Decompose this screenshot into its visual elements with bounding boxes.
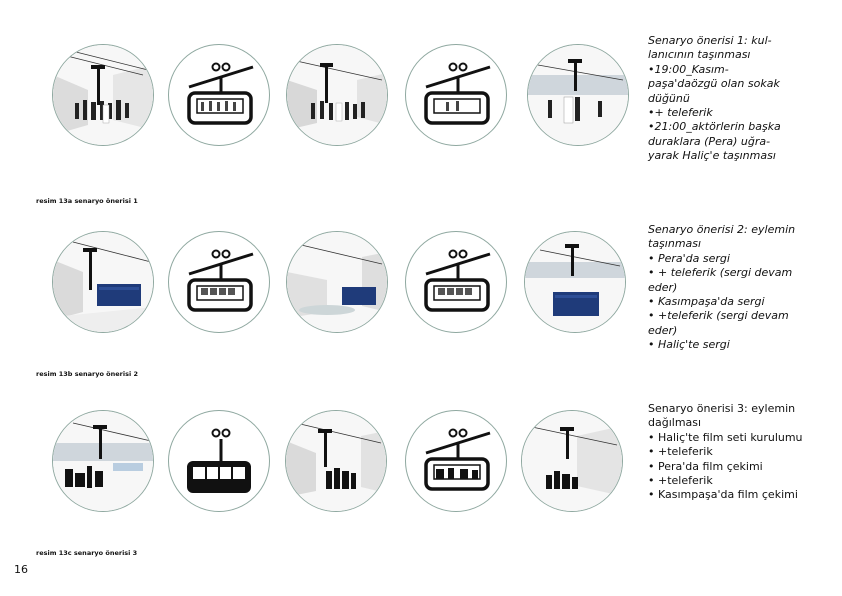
scenario-text-line: Senaryo önerisi 2: eylemin: [648, 223, 796, 236]
scenario-text-line: yarak Haliç'e taşınması: [648, 149, 776, 163]
scenario-text-line: eder): [648, 280, 678, 294]
scenario-text-line: • Haliç'te film seti kurulumu: [648, 430, 803, 444]
scenario-text-line: eder): [648, 323, 678, 337]
figure-caption: resim 13c senaryo önerisi 3: [36, 549, 138, 557]
scenario-description: Senaryo önerisi 2: eylemin taşınması • P…: [648, 223, 828, 353]
scenario-text-line: duraklara (Pera) uğra-: [648, 134, 771, 148]
scenario-text-line: paşa'daözgü olan sokak: [648, 77, 780, 91]
exhibition-square-scene-image: [286, 231, 388, 333]
film-set-scene-image: [52, 410, 154, 512]
film-shoot-scene-image: [285, 410, 387, 512]
cable-car-icon: [168, 231, 270, 333]
scenario-text-line: • +teleferik: [648, 445, 713, 459]
scenario-text-line: Senaryo önerisi 3: eylemin: [648, 402, 796, 415]
exhibition-container-scene-image: [52, 231, 154, 333]
scenario-text-line: • +teleferik: [648, 474, 713, 488]
scenario-text-line: • Haliç'te sergi: [648, 338, 730, 352]
scenario-text-line: •+ teleferik: [648, 106, 713, 120]
scenario-description: Senaryo önerisi 3: eylemin dağılması • H…: [648, 402, 828, 503]
figure-caption: resim 13a senaryo önerisi 1: [36, 197, 138, 205]
scenario-description: Senaryo önerisi 1: kul- lanıcının taşınm…: [648, 34, 828, 164]
cable-car-icon: [168, 44, 270, 146]
cable-car-icon: [405, 410, 507, 512]
scenario-text-line: • +teleferik (sergi devam: [648, 309, 789, 323]
exhibition-shore-scene-image: [524, 231, 626, 333]
scenario-text-line: düğünü: [648, 91, 690, 105]
scenario-text-line: •19:00_Kasım-: [648, 62, 729, 76]
cable-car-icon: [168, 410, 270, 512]
street-crowd-scene-image: [286, 44, 388, 146]
scenario-text-line: taşınması: [648, 237, 702, 251]
cable-car-icon: [405, 231, 507, 333]
scenario-text-line: • + teleferik (sergi devam: [648, 266, 793, 280]
street-wedding-scene-image: [52, 44, 154, 146]
bride-groom-scene-image: [527, 44, 629, 146]
scenario-text-line: lanıcının taşınması: [648, 48, 751, 62]
figure-caption: resim 13b senaryo önerisi 2: [36, 370, 138, 378]
film-shore-scene-image: [521, 410, 623, 512]
scenario-text-line: •21:00_aktörlerin başka: [648, 120, 781, 134]
scenario-text-line: • Kasımpaşa'da sergi: [648, 295, 765, 309]
scenario-text-line: • Pera'da film çekimi: [648, 459, 763, 473]
page-number: 16: [14, 563, 28, 576]
cable-car-icon: [405, 44, 507, 146]
scenario-text-line: dağılması: [648, 416, 702, 430]
scenario-text-line: • Pera'da sergi: [648, 251, 730, 265]
scenario-text-line: • Kasımpaşa'da film çekimi: [648, 488, 798, 502]
scenario-text-line: Senaryo önerisi 1: kul-: [648, 34, 772, 47]
